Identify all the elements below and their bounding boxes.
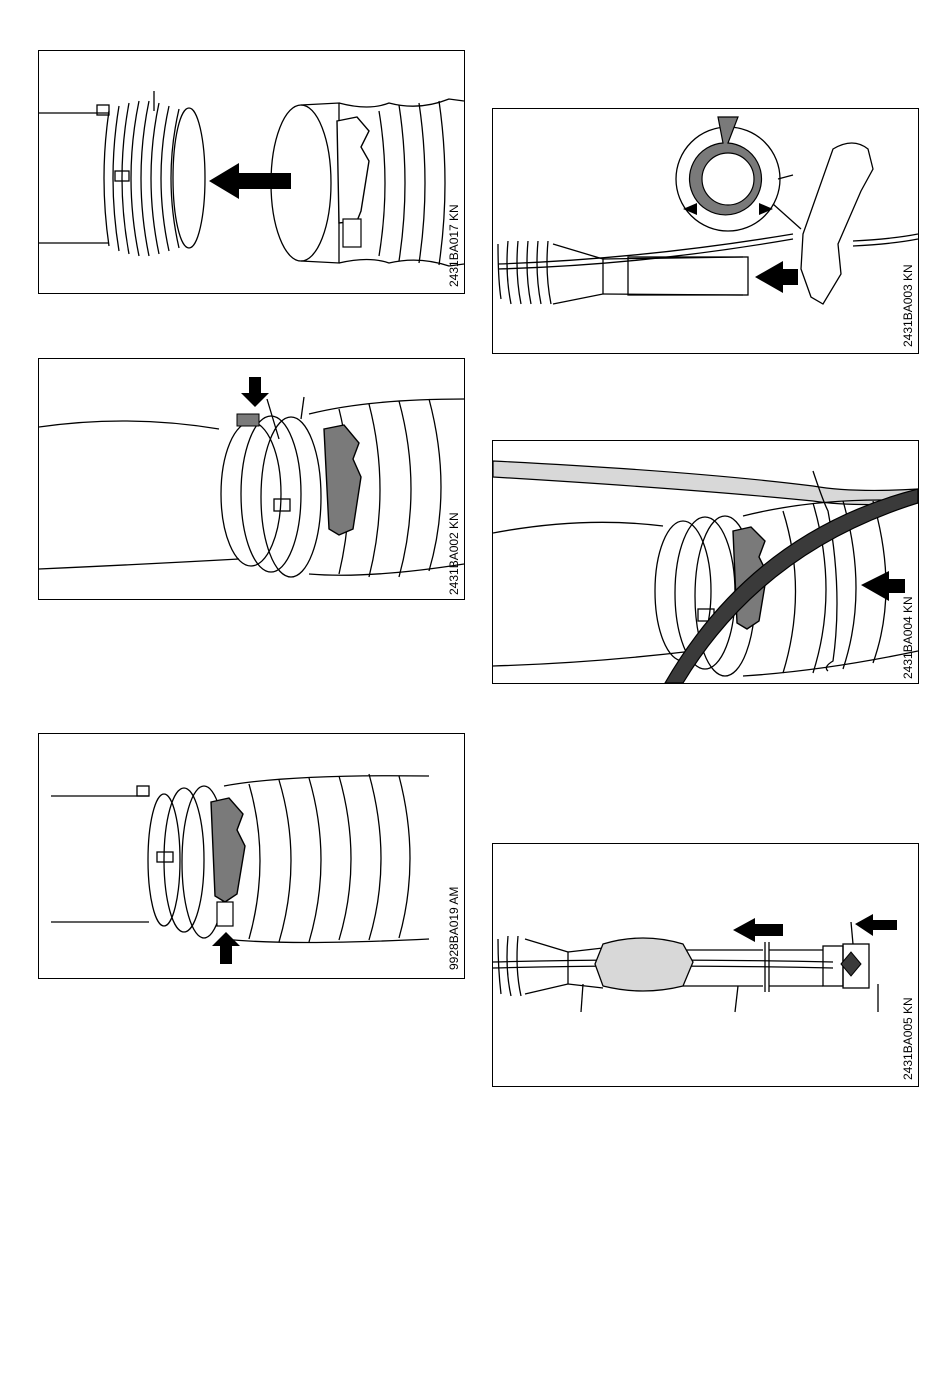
figure-code: 2431BA002 KN	[447, 512, 461, 595]
figure-tube-assembly: 2431BA005 KN	[492, 843, 919, 1087]
control-handle-illustration	[493, 109, 918, 353]
figure-clamp-fitted: 2431BA002 KN	[38, 358, 465, 600]
figure-code: 9928BA019 AM	[447, 887, 461, 970]
figure-code: 2431BA005 KN	[901, 997, 915, 1080]
figure-control-handle: 2431BA003 KN	[492, 108, 919, 354]
figure-code: 2431BA003 KN	[901, 264, 915, 347]
figure-cable-routing: 2431BA004 KN	[492, 440, 919, 684]
figure-clamp-screw: 9928BA019 AM	[38, 733, 465, 979]
clamp-fitted-illustration	[39, 359, 464, 599]
cable-routing-illustration	[493, 441, 918, 683]
figure-hose-attach: 2431BA017 KN	[38, 50, 465, 294]
figure-code: 2431BA004 KN	[901, 596, 915, 679]
figure-code: 2431BA017 KN	[447, 204, 461, 287]
clamp-screw-illustration	[39, 734, 464, 978]
tube-assembly-illustration	[493, 844, 918, 1086]
hose-attach-illustration	[39, 51, 464, 293]
